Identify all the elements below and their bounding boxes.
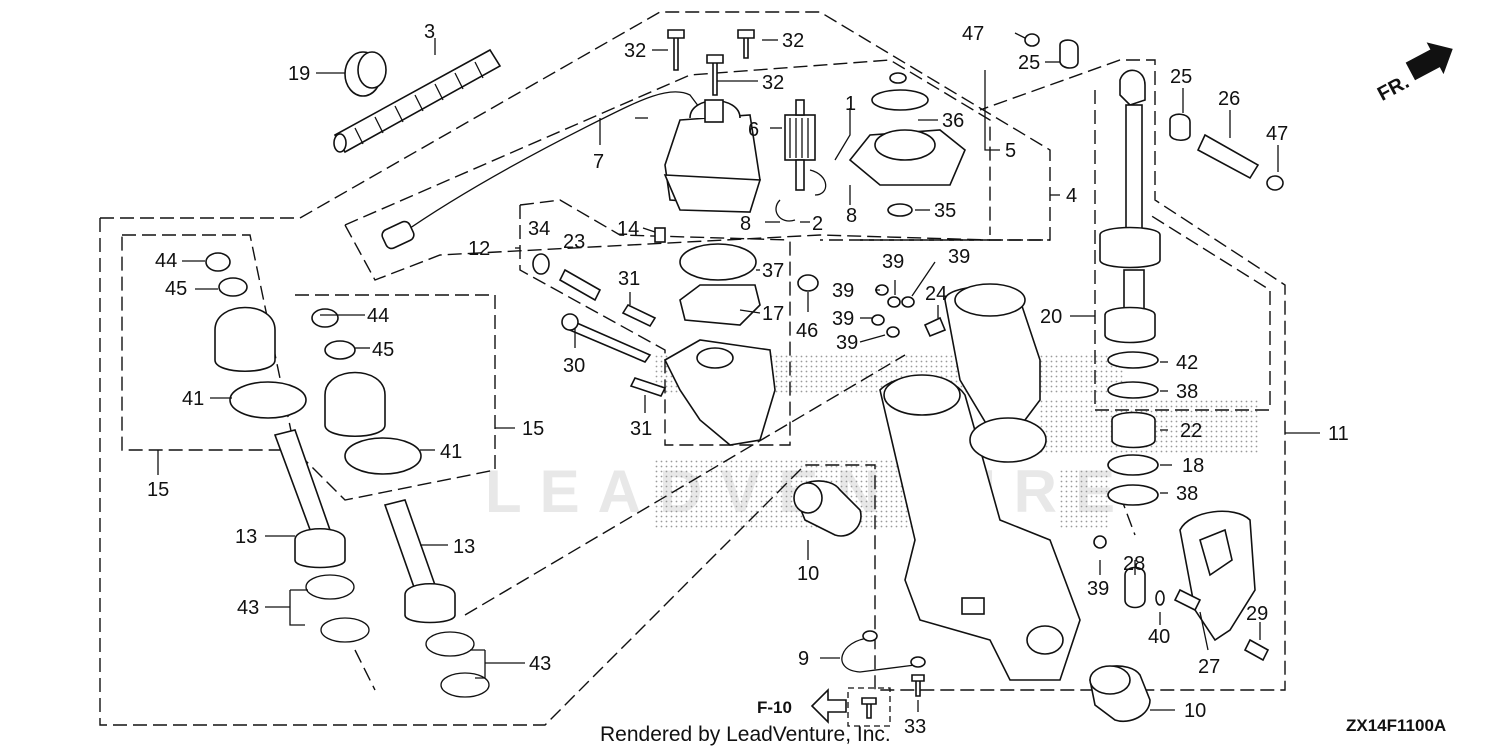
label-32[interactable]: 32 (624, 40, 646, 62)
label-47[interactable]: 47 (962, 23, 984, 45)
label-27[interactable]: 27 (1198, 656, 1220, 678)
label-43[interactable]: 43 (237, 597, 259, 619)
label-23[interactable]: 23 (563, 231, 585, 253)
label-42[interactable]: 42 (1176, 352, 1198, 374)
label-33[interactable]: 33 (904, 716, 926, 738)
label-38[interactable]: 38 (1176, 381, 1198, 403)
reference-f10[interactable]: F-10 (757, 688, 847, 724)
label-37[interactable]: 37 (762, 260, 784, 282)
label-3[interactable]: 3 (424, 21, 435, 43)
cover-27 (1124, 510, 1270, 662)
front-arrow-icon (1405, 42, 1453, 81)
footer-credit: Rendered by LeadVenture, Inc. (600, 723, 891, 746)
reference-text[interactable]: F-10 (757, 698, 792, 717)
label-45[interactable]: 45 (372, 339, 394, 361)
label-30[interactable]: 30 (563, 355, 585, 377)
label-39[interactable]: 39 (882, 251, 904, 273)
label-17[interactable]: 17 (762, 303, 784, 325)
cable-7 (381, 91, 706, 250)
front-indicator-text: FR. (1374, 71, 1413, 106)
label-11[interactable]: 11 (1328, 423, 1349, 445)
label-22[interactable]: 22 (1180, 420, 1202, 442)
label-25[interactable]: 25 (1018, 52, 1040, 74)
assembly-outlines (99, 11, 1286, 726)
end-cover-5 (848, 72, 966, 217)
tilt-housing (879, 283, 1081, 681)
label-26[interactable]: 26 (1218, 88, 1240, 110)
part-labels: 3 19 32 32 32 7 6 1 36 5 4 8 8 2 35 14 1… (147, 21, 1349, 738)
pump-seals (679, 243, 761, 326)
label-46[interactable]: 46 (796, 320, 818, 342)
label-25[interactable]: 25 (1170, 66, 1192, 88)
pump-body (663, 339, 776, 446)
label-35[interactable]: 35 (934, 200, 956, 222)
label-15[interactable]: 15 (522, 418, 544, 440)
pins-25-26-47 (1024, 33, 1284, 191)
label-13[interactable]: 13 (453, 536, 475, 558)
leader-lines (157, 32, 1320, 712)
bolts-32 (667, 29, 755, 96)
screws-pump (532, 227, 667, 397)
label-32[interactable]: 32 (782, 30, 804, 52)
label-39[interactable]: 39 (948, 246, 970, 268)
cylinder-caps-left (205, 252, 422, 475)
label-2[interactable]: 2 (812, 213, 823, 235)
plugs-10 (793, 480, 1151, 722)
label-40[interactable]: 40 (1148, 626, 1170, 648)
label-15[interactable]: 15 (147, 479, 169, 501)
label-9[interactable]: 9 (798, 648, 809, 670)
label-41[interactable]: 41 (182, 388, 204, 410)
label-31[interactable]: 31 (618, 268, 640, 290)
cylinder-rods (273, 429, 456, 624)
label-43[interactable]: 43 (529, 653, 551, 675)
label-14[interactable]: 14 (617, 218, 639, 240)
label-44[interactable]: 44 (367, 305, 389, 327)
label-29[interactable]: 29 (1246, 603, 1268, 625)
label-34[interactable]: 34 (528, 218, 550, 240)
armature-6 (784, 99, 816, 191)
label-6[interactable]: 6 (748, 119, 759, 141)
label-32[interactable]: 32 (762, 72, 784, 94)
label-24[interactable]: 24 (925, 283, 947, 305)
label-13[interactable]: 13 (235, 526, 257, 548)
front-indicator: FR. (1374, 42, 1453, 106)
label-8[interactable]: 8 (846, 205, 857, 227)
label-4[interactable]: 4 (1066, 185, 1077, 207)
label-36[interactable]: 36 (942, 110, 964, 132)
label-39[interactable]: 39 (836, 332, 858, 354)
label-5[interactable]: 5 (1005, 140, 1016, 162)
diagram-code: ZX14F1100A (1346, 716, 1446, 735)
rings-43 (305, 574, 490, 698)
label-39[interactable]: 39 (832, 308, 854, 330)
label-19[interactable]: 19 (288, 63, 310, 85)
label-31[interactable]: 31 (630, 418, 652, 440)
label-47[interactable]: 47 (1266, 123, 1288, 145)
brush-holder-2 (775, 169, 827, 222)
label-41[interactable]: 41 (440, 441, 462, 463)
label-39[interactable]: 39 (832, 280, 854, 302)
label-8[interactable]: 8 (740, 213, 751, 235)
label-7[interactable]: 7 (593, 151, 604, 173)
reference-arrow-icon (810, 688, 847, 724)
label-18[interactable]: 18 (1182, 455, 1204, 477)
trim-motor (663, 99, 762, 213)
label-1[interactable]: 1 (845, 93, 856, 115)
label-28[interactable]: 28 (1123, 553, 1145, 575)
label-44[interactable]: 44 (155, 250, 177, 272)
spiral-tube-3 (333, 48, 502, 154)
label-10[interactable]: 10 (797, 563, 819, 585)
ground-cable-9 (841, 630, 926, 727)
tilt-ram-20 (1099, 69, 1161, 506)
label-38[interactable]: 38 (1176, 483, 1198, 505)
label-20[interactable]: 20 (1040, 306, 1062, 328)
grommet-19 (344, 51, 387, 97)
label-10[interactable]: 10 (1184, 700, 1206, 722)
label-12[interactable]: 12 (468, 238, 490, 260)
label-45[interactable]: 45 (165, 278, 187, 300)
label-39[interactable]: 39 (1087, 578, 1109, 600)
